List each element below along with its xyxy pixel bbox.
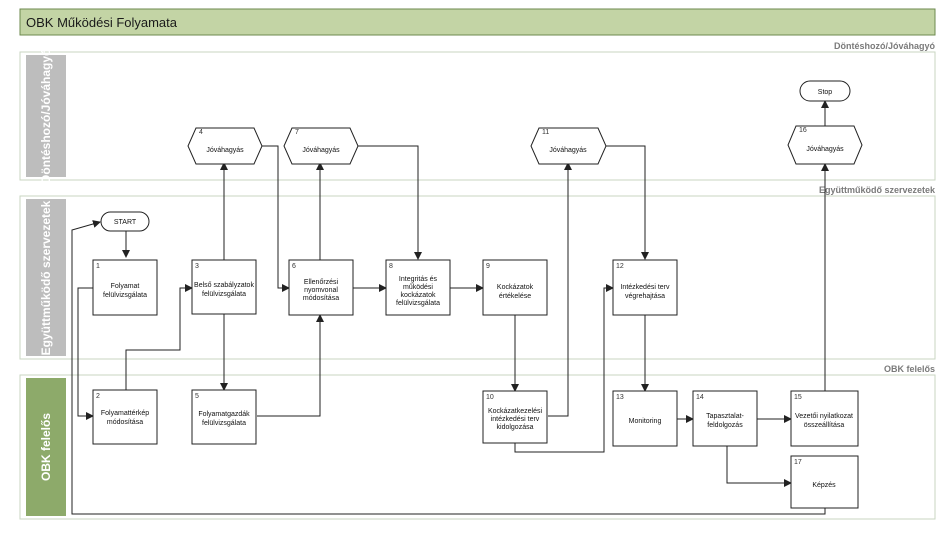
svg-text:7: 7	[295, 129, 299, 136]
lane-obk-responsible: OBK felelős OBK felelős	[19, 364, 936, 520]
edge-10-11	[548, 162, 572, 417]
stop-label: Stop	[818, 89, 833, 96]
lane-label-decision: Döntéshozó/Jóváhagyó	[39, 49, 53, 184]
svg-text:Jóváhagyás: Jóváhagyás	[806, 146, 844, 153]
svg-text:1: 1	[96, 263, 100, 270]
svg-text:3: 3	[195, 263, 199, 270]
svg-text:11: 11	[542, 129, 549, 136]
lane-tag-partners: Együttműködő szervezetek	[819, 185, 936, 195]
svg-text:12: 12	[616, 263, 624, 270]
process-box-13: 13 Monitoring	[612, 390, 678, 447]
svg-text:5: 5	[195, 393, 199, 400]
lane-tag-decision: Döntéshozó/Jóváhagyó	[834, 41, 936, 51]
edge-10-12	[514, 284, 614, 453]
svg-text:Monitoring: Monitoring	[629, 418, 662, 425]
svg-text:8: 8	[389, 263, 393, 270]
lane-partner-orgs: Együttműködő szervezetek Együttműködő sz…	[19, 185, 936, 360]
approval-11: 11 Jóváhagyás	[530, 127, 607, 165]
edge-7-8	[358, 145, 422, 260]
svg-text:Jóváhagyás: Jóváhagyás	[549, 147, 587, 154]
svg-text:10: 10	[486, 394, 494, 401]
diagram-title: OBK Működési Folyamata	[26, 15, 178, 30]
lane-label-partners: Együttműködő szervezetek	[39, 200, 53, 355]
process-box-17: 17 Képzés	[790, 455, 859, 509]
terminal-stop: Stop	[799, 80, 851, 102]
svg-text:Jóváhagyás: Jóváhagyás	[302, 147, 340, 154]
edge-17-loop	[71, 220, 826, 515]
connectors	[71, 100, 829, 515]
lane-decision-maker: Döntéshozó/Jóváhagyó Döntéshozó/Jóváhagy…	[19, 41, 936, 184]
svg-text:4: 4	[199, 129, 203, 136]
process-box-14: 14 Tapasztalat-feldolgozás	[692, 390, 758, 447]
svg-text:Tapasztalat-feldolgozás: Tapasztalat-feldolgozás	[706, 413, 744, 429]
lane-label-obk: OBK felelős	[39, 413, 53, 481]
svg-text:Jóváhagyás: Jóváhagyás	[206, 147, 244, 154]
lane-tag-obk: OBK felelős	[884, 364, 935, 374]
edge-11-12	[606, 145, 649, 260]
terminal-start: START	[100, 211, 150, 232]
svg-text:9: 9	[486, 263, 490, 270]
edge-5-6	[257, 314, 324, 417]
title-bar: OBK Működési Folyamata	[19, 8, 936, 36]
svg-text:Képzés: Képzés	[812, 482, 836, 489]
edge-14-17	[726, 446, 792, 487]
approval-16: 16 Jóváhagyás	[787, 125, 863, 165]
svg-text:15: 15	[794, 394, 802, 401]
svg-text:14: 14	[696, 394, 704, 401]
svg-text:17: 17	[794, 459, 802, 466]
edge-4-6	[262, 145, 290, 292]
edge-2-3	[125, 284, 193, 390]
svg-text:2: 2	[96, 393, 100, 400]
svg-text:16: 16	[799, 127, 807, 134]
svg-text:6: 6	[292, 263, 296, 270]
approval-4: 4 Jóváhagyás	[187, 127, 263, 165]
edge-1-2-loop	[77, 287, 94, 420]
svg-text:13: 13	[616, 394, 624, 401]
start-label: START	[114, 219, 137, 226]
approval-7: 7 Jóváhagyás	[283, 127, 359, 165]
